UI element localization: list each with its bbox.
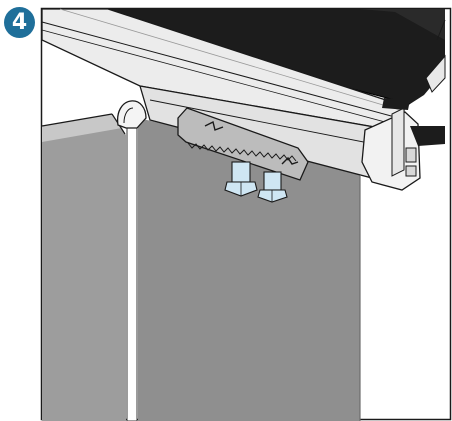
bolt-left	[224, 161, 258, 197]
right-wall-panel	[138, 118, 361, 421]
clamp-block	[177, 107, 309, 181]
frame-corner-top-right	[425, 19, 446, 93]
step-number-badge: 4	[4, 7, 35, 38]
wall-seam	[116, 100, 147, 421]
corner-fitting	[361, 98, 445, 191]
bolt-right	[257, 171, 288, 203]
panel-frame-rail	[41, 8, 405, 129]
left-wall-panel	[41, 113, 126, 421]
